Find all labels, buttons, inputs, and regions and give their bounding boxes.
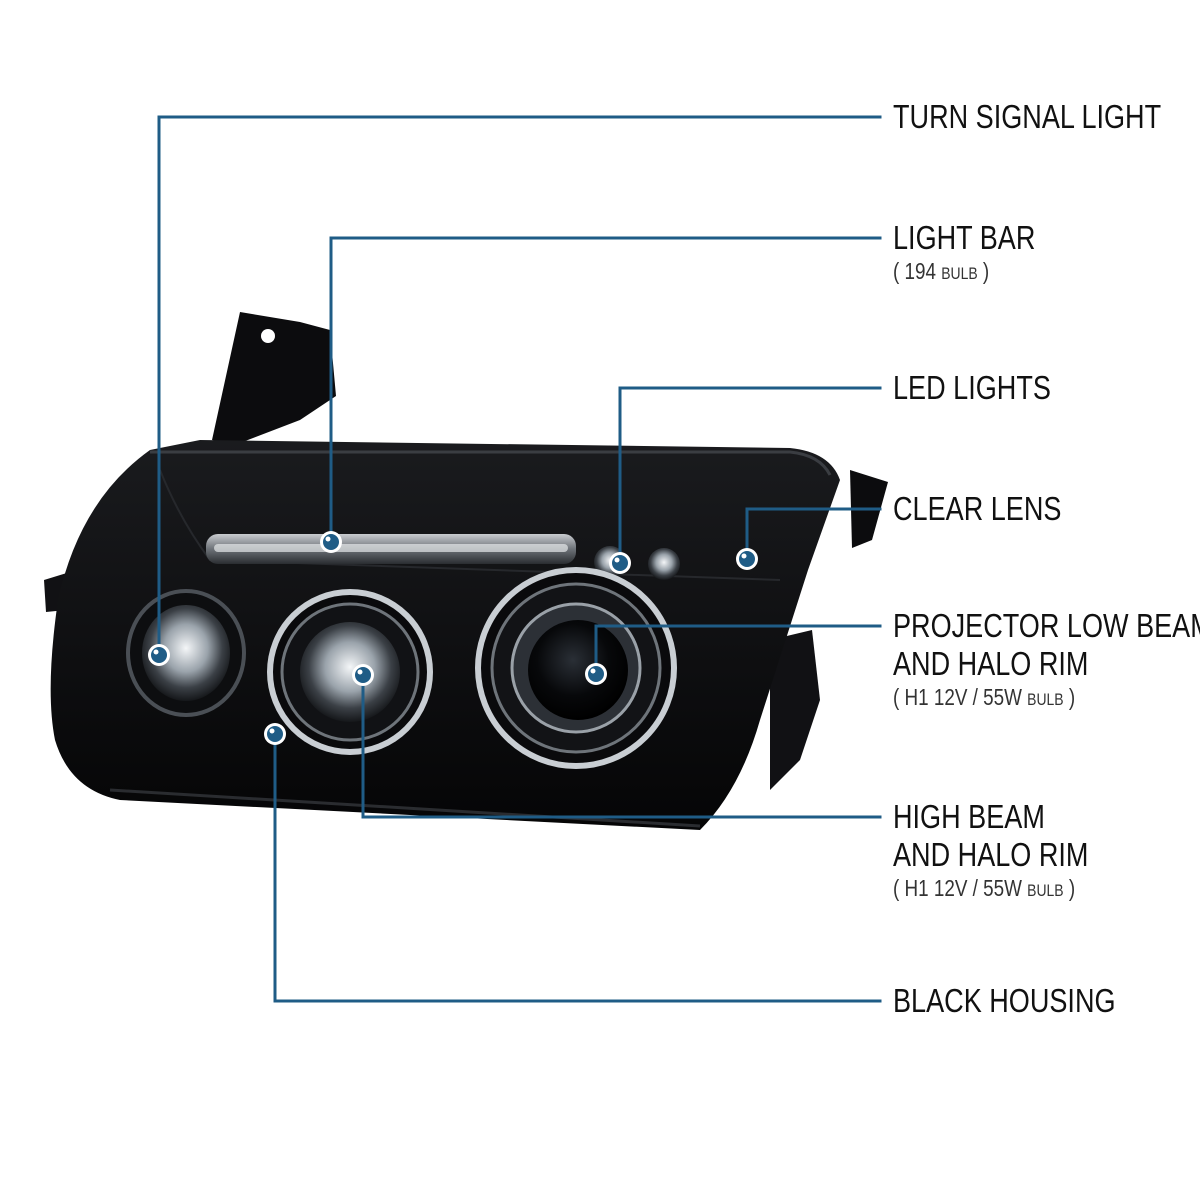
- side-connector: [770, 630, 820, 790]
- callout-lines: [157, 115, 882, 1003]
- leader-led-lights: [618, 386, 882, 565]
- label-clear-lens: CLEAR LENS: [893, 490, 1098, 528]
- leader-projector: [594, 624, 882, 676]
- label-title-line2: AND HALO RIM: [893, 645, 1089, 682]
- dot-turn-signal: [148, 644, 170, 666]
- leader-black-housing: [273, 732, 882, 1003]
- leader-turn-signal: [157, 115, 882, 657]
- label-spec: ( H1 12V / 55W BULB ): [893, 684, 1076, 710]
- label-projector-low-beam: PROJECTOR LOW BEAM AND HALO RIM ( H1 12V…: [893, 607, 1200, 714]
- housing-top-edge: [150, 450, 832, 476]
- leader-clear-lens: [745, 507, 882, 561]
- leader-light-bar: [329, 236, 882, 544]
- label-led-lights: LED LIGHTS: [893, 369, 1086, 407]
- label-title: CLEAR LENS: [893, 490, 1062, 527]
- label-title: HIGH BEAM: [893, 798, 1045, 835]
- label-title: BLACK HOUSING: [893, 982, 1116, 1019]
- callout-dots: [148, 531, 758, 745]
- label-high-beam: HIGH BEAM AND HALO RIM ( H1 12V / 55W BU…: [893, 798, 1131, 905]
- label-title: LED LIGHTS: [893, 369, 1051, 406]
- dot-light-bar: [320, 531, 342, 553]
- mounting-bracket: [212, 312, 336, 446]
- label-title: LIGHT BAR: [893, 219, 1036, 256]
- label-spec: ( H1 12V / 55W BULB ): [893, 875, 1076, 901]
- housing-bottom-lip: [109, 788, 701, 828]
- leader-high-beam: [361, 673, 882, 819]
- label-title: TURN SIGNAL LIGHT: [893, 98, 1162, 135]
- label-black-housing: BLACK HOUSING: [893, 982, 1164, 1020]
- bracket-hole: [261, 329, 275, 343]
- label-spec: ( 194 BULB ): [893, 258, 990, 284]
- dot-high-beam: [352, 664, 374, 686]
- label-light-bar: LIGHT BAR ( 194 BULB ): [893, 219, 1067, 288]
- label-title-line2: AND HALO RIM: [893, 836, 1089, 873]
- led-light-2: [648, 548, 680, 580]
- dot-black-housing: [264, 723, 286, 745]
- label-turn-signal-light: TURN SIGNAL LIGHT: [893, 98, 1200, 136]
- dot-led-lights: [609, 552, 631, 574]
- dot-clear-lens: [736, 548, 758, 570]
- dot-projector: [585, 663, 607, 685]
- label-title: PROJECTOR LOW BEAM: [893, 607, 1200, 644]
